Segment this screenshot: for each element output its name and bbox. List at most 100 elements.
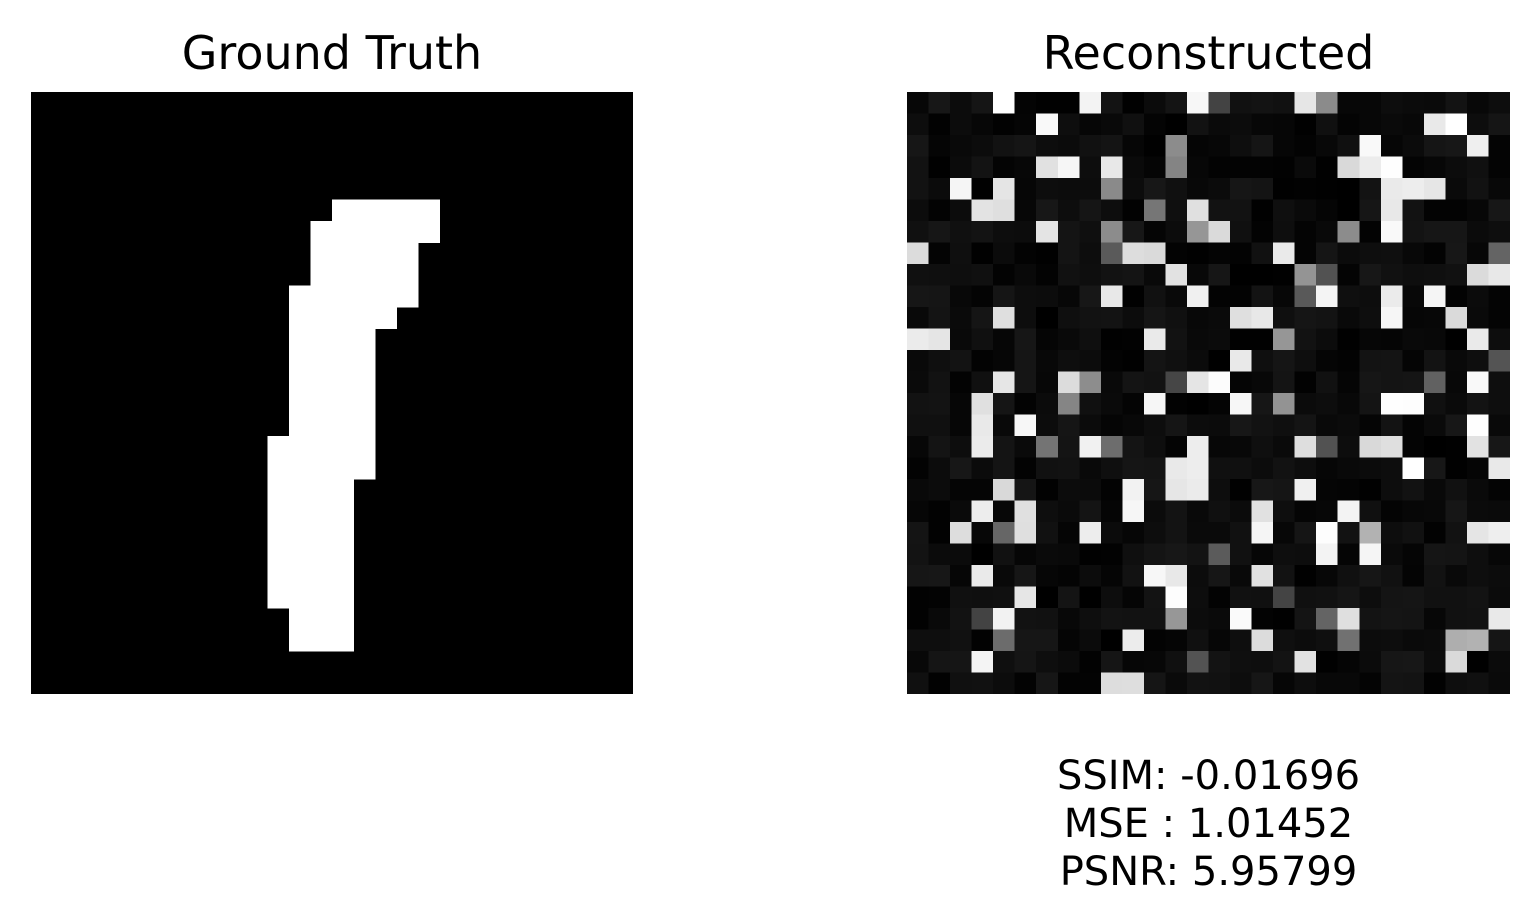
reconstructed-pixel: [1423, 457, 1446, 480]
reconstructed-pixel: [1294, 522, 1317, 544]
reconstructed-pixel: [1100, 156, 1123, 179]
reconstructed-pixel: [1337, 350, 1360, 372]
reconstructed-pixel: [1079, 178, 1102, 200]
reconstructed-pixel: [1079, 221, 1102, 243]
reconstructed-pixel: [1251, 135, 1274, 157]
reconstructed-pixel: [1208, 199, 1231, 222]
reconstructed-pixel: [1488, 393, 1510, 415]
reconstructed-pixel: [1337, 565, 1360, 587]
ground-truth-pixel: [375, 285, 397, 308]
reconstructed-pixel: [1143, 543, 1166, 566]
ground-truth-pixel: [310, 285, 333, 308]
reconstructed-pixel: [1337, 586, 1360, 609]
reconstructed-pixel: [1079, 285, 1102, 308]
reconstructed-pixel: [1337, 543, 1360, 566]
reconstructed-pixel: [1036, 135, 1059, 157]
ground-truth-pixel: [332, 242, 354, 265]
ground-truth-pixel: [332, 543, 354, 566]
reconstructed-pixel: [1122, 672, 1145, 694]
reconstructed-pixel: [1380, 543, 1403, 566]
ground-truth-pixel: [332, 608, 354, 630]
reconstructed-pixel: [1186, 328, 1209, 351]
ground-truth-pixel: [353, 221, 376, 243]
reconstructed-pixel: [1294, 629, 1317, 652]
ground-truth-pixel: [267, 479, 290, 501]
reconstructed-pixel: [1100, 285, 1123, 308]
ground-truth-pixel: [332, 221, 354, 243]
ground-truth-pixel: [332, 307, 354, 329]
reconstructed-pixel: [1230, 479, 1253, 501]
reconstructed-pixel: [971, 586, 994, 609]
reconstructed-pixel: [1208, 457, 1231, 480]
ground-truth-pixel: [332, 264, 354, 286]
reconstructed-pixel: [1466, 414, 1489, 437]
reconstructed-pixel: [1014, 285, 1037, 308]
reconstructed-pixel: [993, 522, 1016, 544]
reconstructed-pixel: [1079, 543, 1102, 566]
reconstructed-pixel: [1337, 307, 1360, 329]
reconstructed-pixel: [1445, 113, 1468, 136]
reconstructed-pixel: [993, 393, 1016, 415]
reconstructed-pixel: [950, 543, 973, 566]
reconstructed-pixel: [928, 457, 951, 480]
reconstructed-pixel: [993, 113, 1016, 136]
reconstructed-pixel: [1251, 500, 1274, 523]
reconstructed-pixel: [971, 565, 994, 587]
reconstructed-pixel: [1380, 414, 1403, 437]
reconstructed-pixel: [1273, 500, 1296, 523]
reconstructed-pixel: [1423, 135, 1446, 157]
ground-truth-pixel: [353, 242, 376, 265]
reconstructed-pixel: [1122, 436, 1145, 458]
reconstructed-pixel: [1316, 436, 1339, 458]
reconstructed-pixel: [1100, 651, 1123, 673]
reconstructed-pixel: [1316, 350, 1339, 372]
reconstructed-pixel: [1186, 436, 1209, 458]
reconstructed-pixel: [1445, 285, 1468, 308]
reconstructed-pixel: [1230, 457, 1253, 480]
reconstructed-pixel: [1380, 629, 1403, 652]
reconstructed-pixel: [1079, 307, 1102, 329]
reconstructed-pixel: [1337, 371, 1360, 394]
reconstructed-pixel: [1273, 586, 1296, 609]
ground-truth-pixel: [289, 414, 311, 437]
reconstructed-pixel: [1014, 156, 1037, 179]
reconstructed-pixel: [1445, 350, 1468, 372]
reconstructed-pixel: [1165, 672, 1188, 694]
reconstructed-pixel: [907, 242, 929, 265]
reconstructed-pixel: [1402, 221, 1425, 243]
reconstructed-pixel: [1294, 543, 1317, 566]
reconstructed-pixel: [1143, 565, 1166, 587]
reconstructed-pixel: [1143, 264, 1166, 286]
reconstructed-pixel: [1402, 651, 1425, 673]
reconstructed-pixel: [1036, 328, 1059, 351]
reconstructed-pixel: [1359, 178, 1382, 200]
reconstructed-pixel: [1122, 608, 1145, 630]
reconstructed-pixel: [1380, 264, 1403, 286]
reconstructed-pixel: [971, 371, 994, 394]
reconstructed-pixel: [1402, 522, 1425, 544]
reconstructed-pixel: [1488, 264, 1510, 286]
ground-truth-pixel: [353, 285, 376, 308]
reconstructed-pixel: [1316, 92, 1339, 114]
reconstructed-pixel: [1057, 113, 1080, 136]
reconstructed-pixel: [1273, 522, 1296, 544]
reconstructed-pixel: [1036, 393, 1059, 415]
reconstructed-pixel: [1273, 307, 1296, 329]
reconstructed-pixel: [1294, 350, 1317, 372]
reconstructed-pixel: [1380, 651, 1403, 673]
reconstructed-pixel: [1143, 586, 1166, 609]
reconstructed-pixel: [1402, 479, 1425, 501]
reconstructed-pixel: [1186, 457, 1209, 480]
reconstructed-pixel: [1100, 178, 1123, 200]
reconstructed-pixel: [1100, 92, 1123, 114]
reconstructed-pixel: [1402, 264, 1425, 286]
ground-truth-pixel: [310, 414, 333, 437]
reconstructed-pixel: [1380, 135, 1403, 157]
reconstructed-pixel: [1316, 113, 1339, 136]
reconstructed-pixel: [1251, 436, 1274, 458]
reconstructed-pixel: [1122, 651, 1145, 673]
reconstructed-pixel: [1165, 285, 1188, 308]
reconstructed-pixel: [1186, 672, 1209, 694]
reconstructed-pixel: [1230, 285, 1253, 308]
reconstructed-pixel: [1423, 500, 1446, 523]
